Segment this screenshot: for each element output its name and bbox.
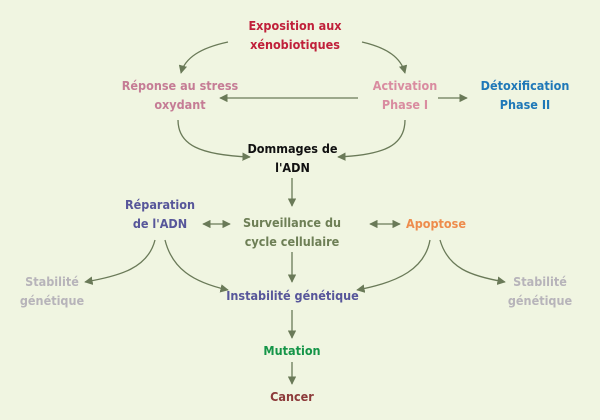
node-cell-cycle-surveillance: Surveillance du cycle cellulaire bbox=[222, 213, 362, 251]
node-line: génétique bbox=[507, 293, 573, 308]
node-line: Surveillance du bbox=[242, 215, 342, 230]
node-genetic-stability-right: Stabilité génétique bbox=[490, 272, 590, 310]
node-cancer: Cancer bbox=[242, 387, 342, 406]
node-line: Réparation bbox=[124, 197, 196, 212]
node-line: Activation bbox=[372, 78, 438, 93]
node-line: Phase II bbox=[499, 97, 551, 112]
node-oxidative-stress: Réponse au stress oxydant bbox=[100, 76, 260, 114]
node-line: Détoxification bbox=[480, 78, 570, 93]
arrow-repair-to-instability bbox=[164, 239, 229, 293]
node-genetic-stability-left: Stabilité génétique bbox=[2, 272, 102, 310]
node-genetic-instability: Instabilité génétique bbox=[210, 286, 375, 305]
node-line: oxydant bbox=[154, 97, 206, 112]
node-line: Apoptose bbox=[406, 216, 466, 231]
arrow-stress-to-damage bbox=[177, 119, 251, 161]
node-line: Exposition aux bbox=[248, 18, 342, 33]
node-dna-repair: Réparation de l'ADN bbox=[110, 195, 210, 233]
node-line: l'ADN bbox=[275, 160, 310, 175]
node-line: Phase I bbox=[381, 97, 429, 112]
node-line: xénobiotiques bbox=[250, 37, 340, 52]
node-line: de l'ADN bbox=[132, 216, 188, 231]
arrow-repair-to-stability bbox=[84, 239, 156, 285]
node-line: Dommages de bbox=[247, 141, 338, 156]
node-line: Cancer bbox=[270, 389, 314, 404]
node-mutation: Mutation bbox=[242, 341, 342, 360]
node-apoptosis: Apoptose bbox=[396, 214, 476, 233]
arrow-exposure-to-activation bbox=[361, 41, 408, 74]
node-xenobiotics-exposure: Exposition aux xénobiotiques bbox=[220, 16, 370, 54]
node-phase1-activation: Activation Phase I bbox=[360, 76, 450, 114]
node-line: Réponse au stress bbox=[121, 78, 239, 93]
arrow-exposure-to-stress bbox=[178, 41, 229, 74]
node-line: cycle cellulaire bbox=[244, 234, 340, 249]
arrow-apoptosis-to-instability bbox=[356, 239, 431, 293]
arrow-activation-to-damage bbox=[337, 119, 406, 161]
node-line: Stabilité bbox=[25, 274, 79, 289]
arrow-apoptosis-to-stability bbox=[439, 239, 506, 285]
node-dna-damage: Dommages de l'ADN bbox=[235, 139, 350, 177]
node-phase2-detox: Détoxification Phase II bbox=[462, 76, 588, 114]
node-line: Instabilité génétique bbox=[226, 288, 359, 303]
node-line: génétique bbox=[19, 293, 85, 308]
node-line: Stabilité bbox=[513, 274, 567, 289]
node-line: Mutation bbox=[263, 343, 321, 358]
